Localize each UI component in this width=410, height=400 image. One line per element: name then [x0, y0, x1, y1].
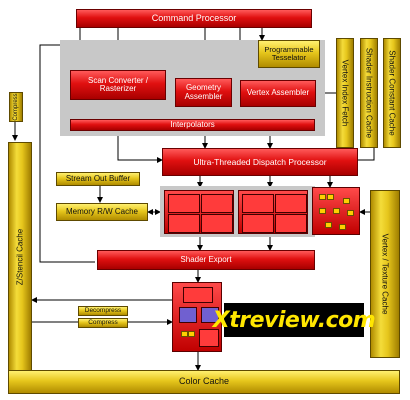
vertex-texture-cache-label: Vertex / Texture Cache	[380, 233, 390, 315]
vertex-index-fetch-block: Vertex Index Fetch	[336, 38, 354, 148]
zstencil-cache-block: Z/Stencil Cache	[8, 142, 32, 372]
simd-array-right	[238, 190, 308, 234]
compress-bottom-label: Compress	[88, 318, 118, 326]
memory-rw-cache-label: Memory R/W Cache	[65, 206, 138, 216]
stream-out-buffer-block: Stream Out Buffer	[56, 172, 140, 186]
compress-bottom-block: Compress	[78, 318, 128, 328]
dispatch-processor-label: Ultra-Threaded Dispatch Processor	[193, 156, 327, 167]
scan-converter-label: Scan Converter / Rasterizer	[87, 75, 149, 93]
shader-constant-cache-label: Shader Constant Cache	[387, 50, 397, 136]
shader-instruction-cache-block: Shader Instruction Cache	[360, 38, 378, 148]
memory-rw-cache-block: Memory R/W Cache	[56, 203, 148, 221]
scan-converter-block: Scan Converter / Rasterizer	[70, 70, 166, 100]
shader-instruction-cache-label: Shader Instruction Cache	[364, 47, 374, 139]
shader-constant-cache-block: Shader Constant Cache	[383, 38, 401, 148]
vertex-assembler-label: Vertex Assembler	[246, 88, 310, 98]
vertex-index-fetch-label: Vertex Index Fetch	[340, 59, 350, 127]
compress-top-block: Compress	[9, 92, 23, 122]
dispatch-processor-block: Ultra-Threaded Dispatch Processor	[162, 148, 358, 176]
shader-export-label: Shader Export	[180, 254, 232, 264]
interpolators-block: Interpolators	[70, 119, 315, 131]
render-backend-block	[172, 282, 222, 352]
texture-unit-block	[312, 187, 360, 235]
programmable-tessellator-label: Programmable Tesselator	[264, 45, 314, 62]
simd-array-left	[164, 190, 234, 234]
interpolators-label: Interpolators	[170, 119, 215, 129]
stream-out-buffer-label: Stream Out Buffer	[65, 173, 131, 183]
shader-export-block: Shader Export	[97, 250, 315, 270]
command-processor-label: Command Processor	[151, 12, 237, 23]
vertex-texture-cache-block: Vertex / Texture Cache	[370, 190, 400, 358]
watermark-text: Xtreview.com	[212, 307, 376, 333]
decompress-label: Decompress	[84, 306, 122, 314]
geometry-assembler-label: Geometry Assembler	[184, 83, 223, 101]
watermark-logo: Xtreview.com	[213, 303, 376, 337]
color-cache-label: Color Cache	[178, 376, 230, 387]
decompress-block: Decompress	[78, 306, 128, 316]
command-processor-block: Command Processor	[76, 9, 312, 28]
color-cache-block: Color Cache	[8, 370, 400, 394]
compress-top-label: Compress	[13, 93, 19, 121]
zstencil-cache-label: Z/Stencil Cache	[15, 228, 25, 286]
vertex-assembler-block: Vertex Assembler	[240, 80, 316, 107]
geometry-assembler-block: Geometry Assembler	[175, 78, 232, 107]
programmable-tessellator-block: Programmable Tesselator	[258, 40, 320, 68]
